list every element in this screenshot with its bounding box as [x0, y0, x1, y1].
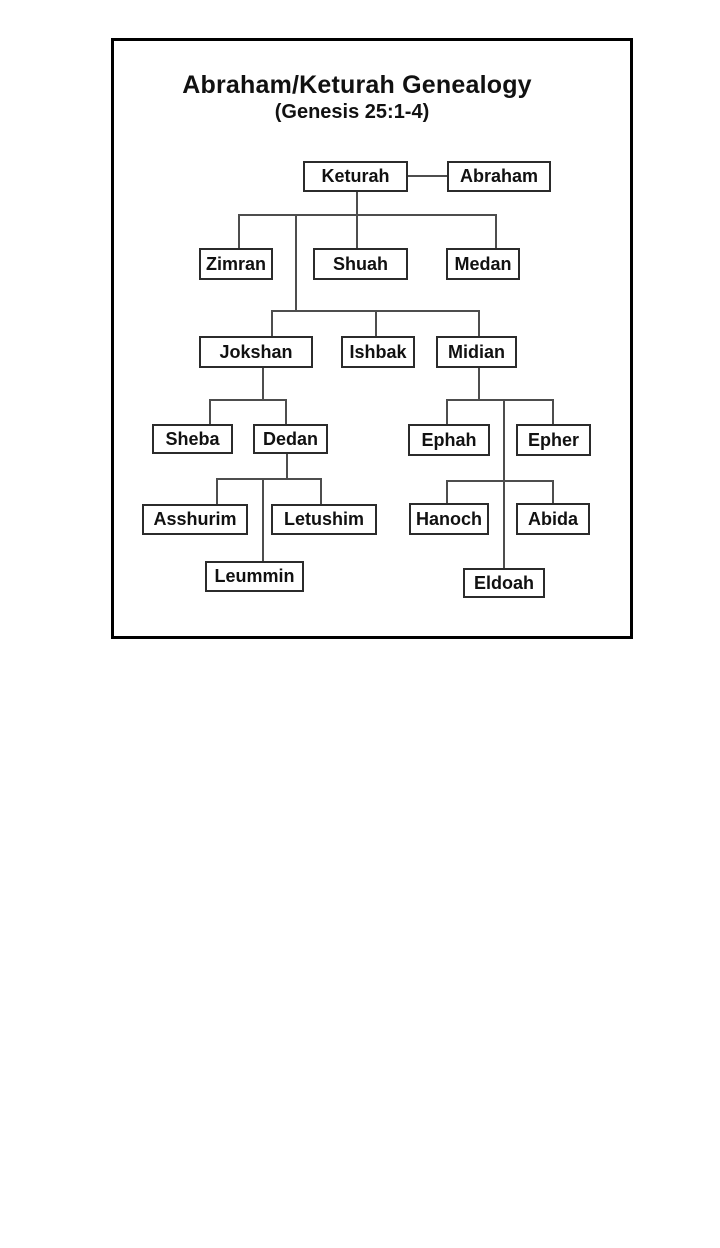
- node-ishbak: Ishbak: [341, 336, 415, 368]
- connector-jokshan-bottom: [262, 367, 264, 401]
- node-asshurim: Asshurim: [142, 504, 248, 535]
- connector-medan-drop: [495, 214, 497, 248]
- node-medan: Medan: [446, 248, 520, 280]
- node-midian: Midian: [436, 336, 517, 368]
- connector-hanoch-drop: [446, 480, 448, 503]
- page-title: Abraham/Keturah Genealogy: [182, 71, 532, 99]
- connector-asshurim-drop: [216, 478, 218, 504]
- connector-midian-drop: [478, 310, 480, 336]
- connector-letushim-drop: [320, 478, 322, 504]
- node-abida: Abida: [516, 503, 590, 535]
- connector-midian-spine: [503, 399, 505, 568]
- connector-midian-children-bar2: [447, 480, 553, 482]
- node-zimran: Zimran: [199, 248, 273, 280]
- node-jokshan: Jokshan: [199, 336, 313, 368]
- node-keturah: Keturah: [303, 161, 408, 192]
- connector-midian-children-bar1: [447, 399, 553, 401]
- connector-ishbak-drop: [375, 310, 377, 336]
- connector-gen2-bar: [238, 214, 497, 216]
- connector-ephah-drop: [446, 399, 448, 424]
- node-shuah: Shuah: [313, 248, 408, 280]
- connector-epher-drop: [552, 399, 554, 424]
- node-epher: Epher: [516, 424, 591, 456]
- connector-jokshan-drop: [271, 310, 273, 336]
- node-ephah: Ephah: [408, 424, 490, 456]
- node-hanoch: Hanoch: [409, 503, 489, 535]
- node-letushim: Letushim: [271, 504, 377, 535]
- connector-gen2-to-gen3: [295, 214, 297, 311]
- connector-zimran-drop: [238, 214, 240, 248]
- connector-midian-bottom: [478, 367, 480, 401]
- connector-dedan-bottom: [286, 454, 288, 480]
- connector-dedan-drop: [285, 399, 287, 424]
- node-leummin: Leummin: [205, 561, 304, 592]
- node-sheba: Sheba: [152, 424, 233, 454]
- node-abraham: Abraham: [447, 161, 551, 192]
- page-subtitle: (Genesis 25:1-4): [274, 101, 430, 123]
- connector-leummin-spine: [262, 478, 264, 561]
- node-eldoah: Eldoah: [463, 568, 545, 598]
- connector-abida-drop: [552, 480, 554, 503]
- node-dedan: Dedan: [253, 424, 328, 454]
- connector-jokshan-children-bar: [209, 399, 287, 401]
- connector-dedan-children-bar: [216, 478, 322, 480]
- connector-sheba-drop: [209, 399, 211, 424]
- connector-keturah-drop: [356, 192, 358, 248]
- connector-keturah-abraham: [408, 175, 447, 177]
